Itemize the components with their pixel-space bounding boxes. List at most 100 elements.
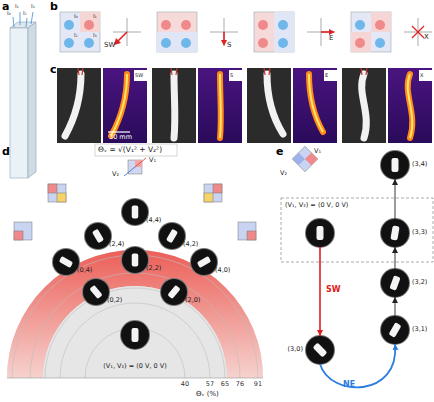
quadrant-icon — [204, 184, 222, 202]
heater-square — [161, 20, 171, 30]
photo-pair — [229, 70, 242, 81]
robot-body — [389, 275, 400, 291]
photo-pair — [388, 68, 432, 143]
photo-pair — [111, 74, 127, 136]
state-label: (2,4) — [109, 241, 124, 248]
robot-body — [197, 256, 212, 268]
figure-label: SW — [135, 73, 143, 78]
photo-pair — [419, 70, 432, 81]
quadrant-icon — [14, 222, 32, 240]
quadrant-icon — [238, 222, 256, 240]
quadrant-icon — [48, 184, 66, 202]
quadrant-icon — [14, 184, 256, 240]
quadrant-icon — [213, 184, 222, 193]
robot-state: (0,4) — [53, 249, 79, 275]
pillar — [10, 28, 28, 178]
robot-state: (2,0) — [161, 279, 187, 305]
robot-body — [313, 343, 328, 358]
robot-body — [132, 206, 139, 219]
heater-square — [254, 12, 294, 52]
heater-square — [181, 20, 191, 30]
robot-state: (0,2) — [83, 279, 109, 305]
photo-pair — [57, 68, 147, 143]
robot-state: (4,0) — [191, 249, 217, 275]
photo-pair — [111, 74, 127, 136]
state-label: (2,2) — [146, 265, 161, 272]
robot-body — [390, 225, 399, 240]
state-label: (0,4) — [77, 267, 92, 274]
quadrant-icon — [204, 184, 222, 202]
robot-shape — [159, 223, 185, 249]
state-label: (3,4) — [412, 161, 427, 168]
state-label: (3,1) — [412, 326, 427, 333]
heater-square — [80, 12, 100, 32]
figure-label: S — [227, 42, 231, 49]
voltage-icon — [292, 153, 305, 166]
state-label: (4,0) — [215, 267, 230, 274]
robot-shape — [121, 321, 149, 349]
pillar — [28, 22, 36, 178]
heater-square — [258, 38, 268, 48]
robot-body — [167, 285, 180, 299]
direction-axes — [412, 26, 424, 38]
heater-square — [351, 12, 391, 52]
heater-square — [258, 20, 268, 30]
figure-label: Θᵥ = √(V₁² + V₂²) — [98, 146, 162, 154]
heater-square — [278, 20, 288, 30]
heater-square — [375, 20, 385, 30]
photo-pair — [134, 70, 147, 81]
robot-state: (2,2) — [122, 247, 148, 273]
figure-label: Θᵥ (%) — [196, 391, 219, 398]
quadrant-icon — [14, 231, 23, 240]
figure-label: V₁ — [149, 157, 156, 164]
figure-label: X — [420, 73, 423, 78]
figure-label: 91 — [254, 381, 262, 388]
robot-shape — [381, 316, 409, 344]
robot-shape — [122, 199, 148, 225]
transition-arrow — [395, 247, 396, 269]
heater-square — [84, 20, 94, 30]
direction-label: SW — [326, 286, 341, 294]
state-label: (V₁, V₂) = (0 V, 0 V) — [285, 202, 348, 209]
photo-pair — [293, 68, 337, 143]
photo-pair — [219, 74, 222, 138]
quadrant-icon — [48, 184, 57, 193]
pillar — [10, 12, 36, 178]
photo-pair — [171, 74, 179, 138]
robot-shape — [191, 249, 217, 275]
state-label: (3,3) — [412, 229, 427, 236]
polar-map — [12, 255, 258, 378]
heater-square — [157, 32, 197, 52]
quadrant-icon — [57, 193, 66, 202]
photo-pair — [309, 74, 323, 132]
photo-pair — [78, 68, 83, 75]
voltage-icon — [124, 167, 135, 176]
figure-label: I₂ — [23, 11, 27, 17]
voltage-icon — [292, 146, 317, 171]
transition-arrow — [395, 179, 396, 219]
figure-label: V₂ — [112, 171, 119, 178]
photo-pair — [108, 131, 130, 132]
figure-label: E — [325, 73, 328, 78]
photo-pair — [324, 70, 337, 81]
heater-square — [157, 12, 197, 52]
pillar — [20, 12, 21, 25]
direction-axes — [412, 26, 424, 38]
quadrant-icon — [14, 222, 32, 240]
robot-body — [317, 226, 324, 240]
voltage-icon — [292, 146, 317, 171]
figure-label: I₁ — [15, 4, 19, 10]
heater-square — [355, 38, 365, 48]
formula-box — [95, 144, 177, 156]
panel-letter: b — [50, 1, 58, 12]
robot-shape — [85, 223, 111, 249]
robot-state: (3,1) — [381, 316, 409, 344]
photo-pair — [57, 68, 101, 143]
heater-square — [274, 12, 294, 52]
photo-pair — [361, 68, 367, 75]
photo-pair — [198, 68, 242, 143]
figure-label: 76 — [236, 381, 244, 388]
